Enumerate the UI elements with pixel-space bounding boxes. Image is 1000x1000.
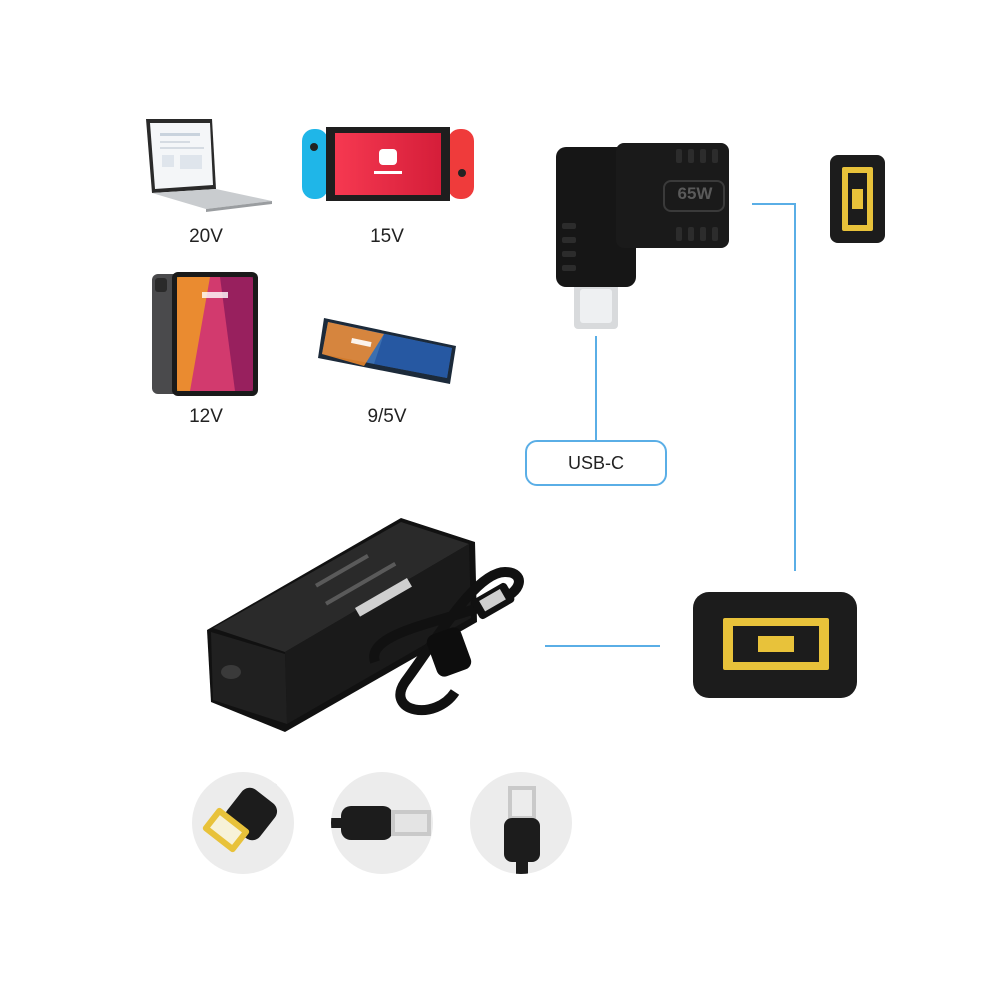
tip-view-circle-side xyxy=(331,772,433,874)
connector-line-usbc-vertical xyxy=(595,336,597,440)
adapter-rating-text: 65W xyxy=(677,184,713,203)
usb-c-label-box: USB-C xyxy=(525,440,667,486)
connector-line-right-vertical xyxy=(794,203,796,571)
usb-c-label: USB-C xyxy=(567,452,624,473)
connector-line-top-horizontal xyxy=(752,203,796,205)
square-tip-small-image xyxy=(830,155,885,243)
voltage-label-phone: 9/5V xyxy=(367,406,407,427)
power-brick-image xyxy=(205,512,530,734)
voltage-label-laptop: 20V xyxy=(189,226,223,247)
tablet-image xyxy=(150,272,260,396)
square-tip-large-image xyxy=(693,592,857,698)
tip-view-circle-vertical xyxy=(470,772,572,874)
game-console-image xyxy=(302,127,474,201)
laptop-image xyxy=(140,115,275,215)
usb-c-adapter-image xyxy=(556,143,731,333)
tip-view-circle-angled xyxy=(192,772,294,874)
phone-image xyxy=(314,314,460,386)
voltage-label-console: 15V xyxy=(370,226,404,247)
voltage-label-tablet: 12V xyxy=(189,406,223,427)
connector-line-charger-horizontal xyxy=(545,645,660,647)
